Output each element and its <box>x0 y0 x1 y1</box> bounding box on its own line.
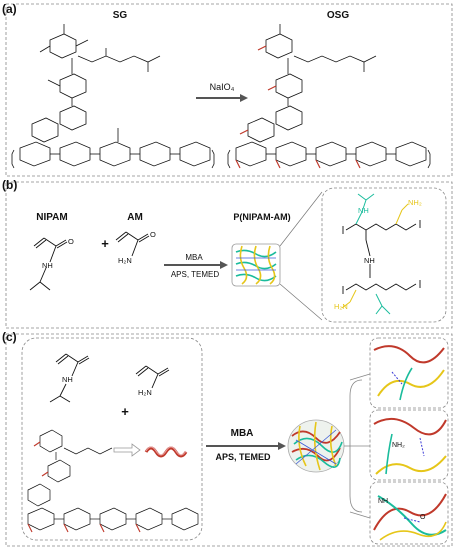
nipam-structure-c <box>49 353 90 403</box>
panel-b-frame <box>5 181 453 329</box>
interaction-box-2 <box>369 409 449 481</box>
copolymer-nh-1: NH <box>358 206 369 215</box>
osg-aldehyde-marks-c <box>27 441 141 533</box>
hydrogel-mesh-b <box>231 243 281 287</box>
nipam-nh: NH <box>42 261 53 270</box>
nipam-o: O <box>68 237 74 246</box>
nipam-nh-c: NH <box>62 375 73 384</box>
copolymer-h2n: H₂N <box>334 302 348 311</box>
osg-strand-icon <box>144 446 188 458</box>
panel-b-label: (b) <box>2 178 18 192</box>
osg-title: OSG <box>326 10 350 21</box>
am-structure-c <box>135 365 170 389</box>
reactant-box-c <box>21 337 203 541</box>
nipam-title: NIPAM <box>36 212 68 223</box>
panel-c-reagent-bottom: APS, TEMED <box>215 452 271 462</box>
panel-c-plus: + <box>121 404 129 419</box>
panel-b-reagent-top: MBA <box>185 253 203 262</box>
panel-c-label: (c) <box>2 330 17 344</box>
interaction-box-1 <box>369 337 449 409</box>
nipam-unit-green <box>355 193 391 315</box>
panel-b-plus: + <box>101 236 109 251</box>
osg-structure-c <box>27 429 199 531</box>
interaction-box-3 <box>369 481 449 545</box>
zoom-box-b <box>321 187 447 323</box>
osg-aldehyde-marks <box>235 45 361 169</box>
osg-to-strand-arrow <box>113 443 141 457</box>
sg-title: SG <box>112 10 128 21</box>
interaction-o: O <box>420 514 426 521</box>
interaction-nh: NH <box>378 498 389 505</box>
product-title: P(NIPAM-AM) <box>233 212 291 222</box>
am-structure <box>115 231 150 257</box>
panel-c-frame <box>5 333 453 547</box>
am-unit-yellow <box>341 203 409 309</box>
am-o: O <box>150 230 156 239</box>
osg-structure <box>227 24 431 169</box>
hydrogel-mesh-c <box>287 419 345 473</box>
panel-b-reagent-bottom: APS, TEMED <box>170 270 220 279</box>
interaction-nh2: NH₂ <box>392 442 405 449</box>
naio4-label: NaIO₄ <box>209 82 235 92</box>
nipam-structure <box>29 237 68 291</box>
panel-a-frame <box>5 3 453 177</box>
sg-structure <box>11 24 215 169</box>
panel-c-reagent-top: MBA <box>230 428 254 439</box>
copolymer-nh2: NH₂ <box>408 198 422 207</box>
copolymer-nh-2: NH <box>364 256 375 265</box>
am-h2n: H₂N <box>118 256 132 265</box>
copolymer-structure <box>342 220 421 294</box>
panel-a-label: (a) <box>2 2 17 16</box>
am-h2n-c: H₂N <box>138 388 152 397</box>
am-title: AM <box>127 212 143 223</box>
